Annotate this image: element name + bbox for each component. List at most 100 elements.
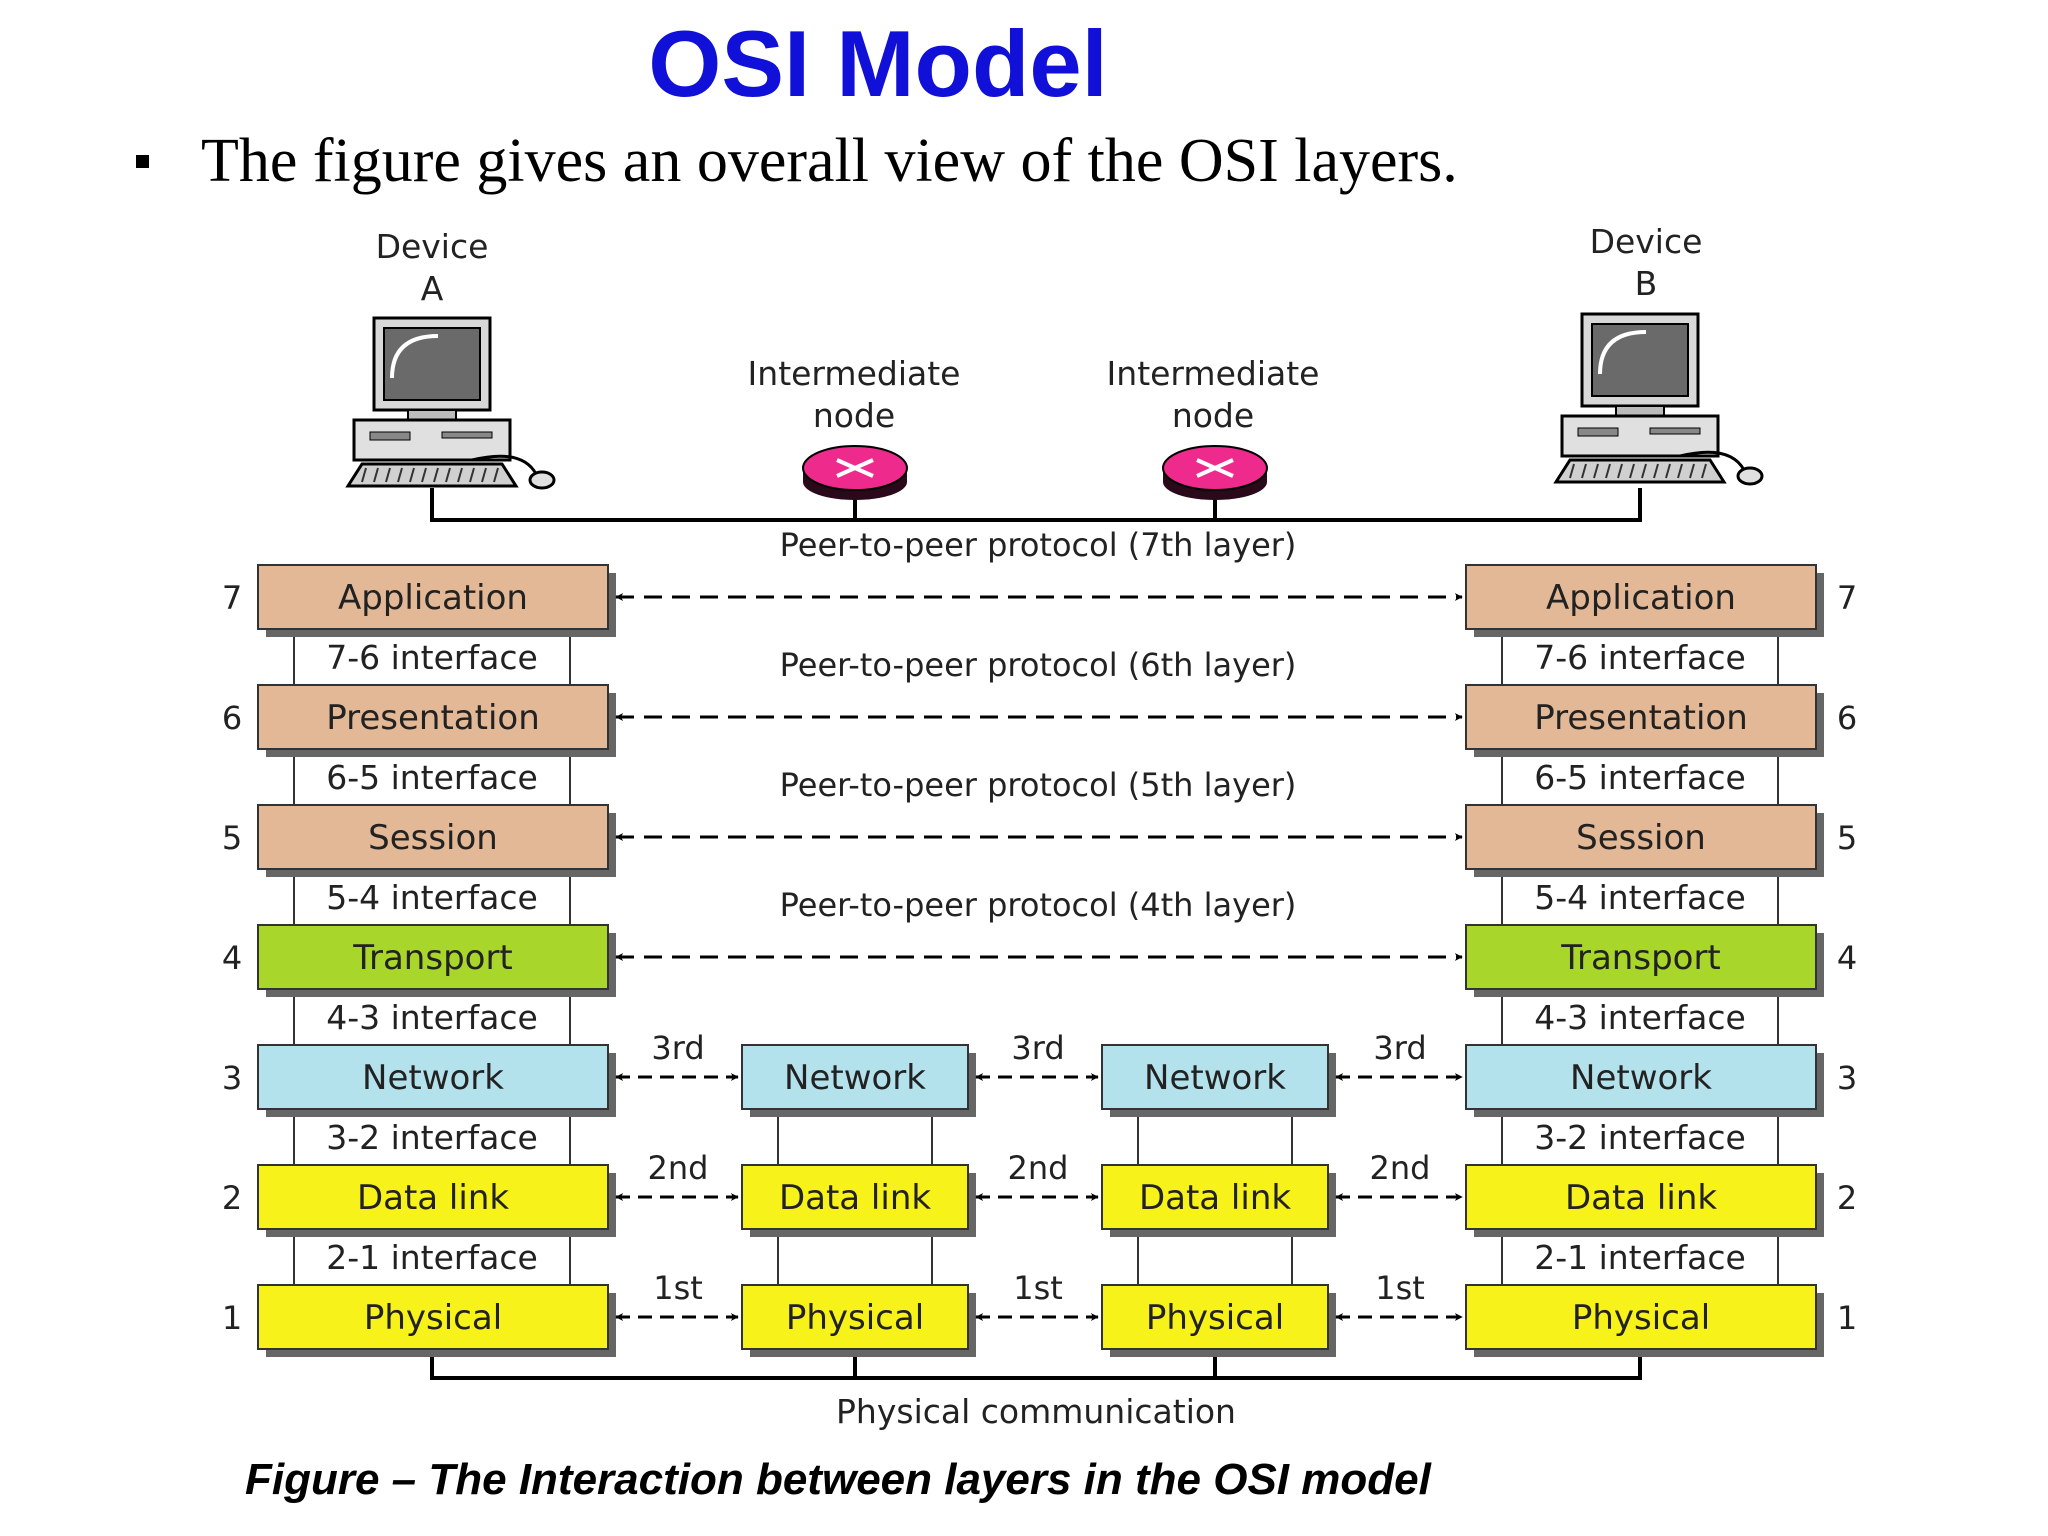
layer-box-device-b-label: Session xyxy=(1576,818,1706,858)
layer-box-device-a-label: Data link xyxy=(357,1178,509,1218)
top-link-line xyxy=(430,488,1642,522)
keyboard-key xyxy=(1701,463,1707,479)
layer-box-node-label: Physical xyxy=(786,1298,924,1338)
layer-number-left: 7 xyxy=(222,579,242,617)
screen-glare xyxy=(1598,330,1647,375)
monitor-screen xyxy=(383,327,481,401)
layer-number-right: 1 xyxy=(1837,1299,1857,1337)
layer-box-device-a xyxy=(257,924,609,990)
peer-protocol-label: Peer-to-peer protocol (7th layer) xyxy=(780,526,1297,564)
hop-label: 3rd xyxy=(1011,1029,1064,1067)
interface-label: 2-1 interface xyxy=(1534,1238,1746,1277)
router-cross xyxy=(1196,458,1234,478)
layer-box-node-label: Physical xyxy=(1146,1298,1284,1338)
peer-protocol-label: Peer-to-peer protocol (5th layer) xyxy=(780,766,1297,804)
layer-number-right: 3 xyxy=(1837,1059,1857,1097)
layer-box-device-a-label: Application xyxy=(338,578,528,618)
hop-label: 2nd xyxy=(1008,1149,1069,1187)
drive-slot xyxy=(1649,427,1701,435)
physical-communication-label: Physical communication xyxy=(836,1392,1236,1431)
intermediate-node-1-label: Intermediate xyxy=(748,354,961,393)
router-cross xyxy=(836,458,874,478)
keyboard-key xyxy=(1689,463,1695,479)
layer-box-node xyxy=(741,1164,969,1230)
device-b-computer xyxy=(1553,312,1764,486)
bottom-link-line xyxy=(430,1349,1642,1380)
hop-label: 2nd xyxy=(1370,1149,1431,1187)
screen-glare xyxy=(390,334,439,379)
keyboard-key xyxy=(433,467,439,483)
layer-box-device-b-label: Transport xyxy=(1560,938,1721,978)
bullet-text: The figure gives an overall view of the … xyxy=(201,127,1458,195)
interface-label: 7-6 interface xyxy=(326,638,538,677)
keyboard-key xyxy=(409,467,415,483)
keyboard-key xyxy=(457,467,463,483)
layer-box-device-b-label: Application xyxy=(1546,578,1736,618)
layer-number-left: 3 xyxy=(222,1059,242,1097)
keyboard xyxy=(345,462,519,488)
layer-box-device-b-label: Network xyxy=(1570,1058,1712,1098)
intermediate-node-1-label: node xyxy=(813,396,895,435)
device-b-label: B xyxy=(1635,264,1658,303)
mouse-cable xyxy=(471,454,538,475)
layer-number-left: 2 xyxy=(222,1179,242,1217)
layer-box-device-a xyxy=(257,1044,609,1110)
mouse-cable xyxy=(1679,450,1746,471)
keyboard-key xyxy=(1641,463,1647,479)
device-a-label: A xyxy=(421,269,444,308)
layer-box-node-label: Network xyxy=(1144,1058,1286,1098)
layer-box-node xyxy=(1101,1044,1329,1110)
interface-label: 3-2 interface xyxy=(326,1118,538,1157)
drive-slot xyxy=(1577,427,1619,437)
hop-label: 1st xyxy=(1375,1269,1425,1307)
interface-box xyxy=(293,1108,571,1166)
layer-box-device-b xyxy=(1465,684,1817,750)
layer-box-device-b-label: Physical xyxy=(1572,1298,1710,1338)
layer-number-left: 5 xyxy=(222,819,242,857)
interface-label: 5-4 interface xyxy=(326,878,538,917)
keyboard xyxy=(1553,458,1727,484)
device-b-label: Device xyxy=(1590,222,1703,261)
device-a-label: Device xyxy=(376,227,489,266)
layer-box-device-a xyxy=(257,804,609,870)
drive-slot xyxy=(441,431,493,439)
hop-label: 2nd xyxy=(648,1149,709,1187)
keyboard-key xyxy=(1653,463,1659,479)
mouse xyxy=(528,470,556,490)
mouse xyxy=(1736,466,1764,486)
keyboard-key xyxy=(1677,463,1683,479)
interface-box xyxy=(1501,748,1779,806)
interface-label: 6-5 interface xyxy=(1534,758,1746,797)
keyboard-key xyxy=(1605,463,1611,479)
layer-number-left: 6 xyxy=(222,699,242,737)
layer-number-left: 1 xyxy=(222,1299,242,1337)
layer-box-device-a-label: Physical xyxy=(364,1298,502,1338)
layer-number-right: 2 xyxy=(1837,1179,1857,1217)
figure-caption: Figure – The Interaction between layers … xyxy=(245,1455,1431,1504)
layer-box-node-label: Network xyxy=(784,1058,926,1098)
layer-box-device-b xyxy=(1465,924,1817,990)
keyboard-key xyxy=(481,467,487,483)
bullet-marker xyxy=(136,155,149,168)
layer-box-device-a-label: Presentation xyxy=(326,698,540,738)
interface-label: 4-3 interface xyxy=(1534,998,1746,1037)
interface-label: 3-2 interface xyxy=(1534,1118,1746,1157)
keyboard-key xyxy=(421,467,427,483)
drive-slot xyxy=(369,431,411,441)
keyboard-key xyxy=(1617,463,1623,479)
layer-box-device-a xyxy=(257,1284,609,1350)
interface-box xyxy=(293,988,571,1046)
keyboard-key xyxy=(397,467,403,483)
keyboard-key xyxy=(445,467,451,483)
keyboard-key xyxy=(1569,463,1575,479)
interface-label: 6-5 interface xyxy=(326,758,538,797)
hop-label: 1st xyxy=(1013,1269,1063,1307)
layer-box-node xyxy=(1101,1164,1329,1230)
layer-box-device-b xyxy=(1465,1284,1817,1350)
interface-label: 2-1 interface xyxy=(326,1238,538,1277)
interface-box xyxy=(293,748,571,806)
layer-box-device-b xyxy=(1465,564,1817,630)
slide-title: OSI Model xyxy=(648,11,1108,116)
keyboard-key xyxy=(1593,463,1599,479)
